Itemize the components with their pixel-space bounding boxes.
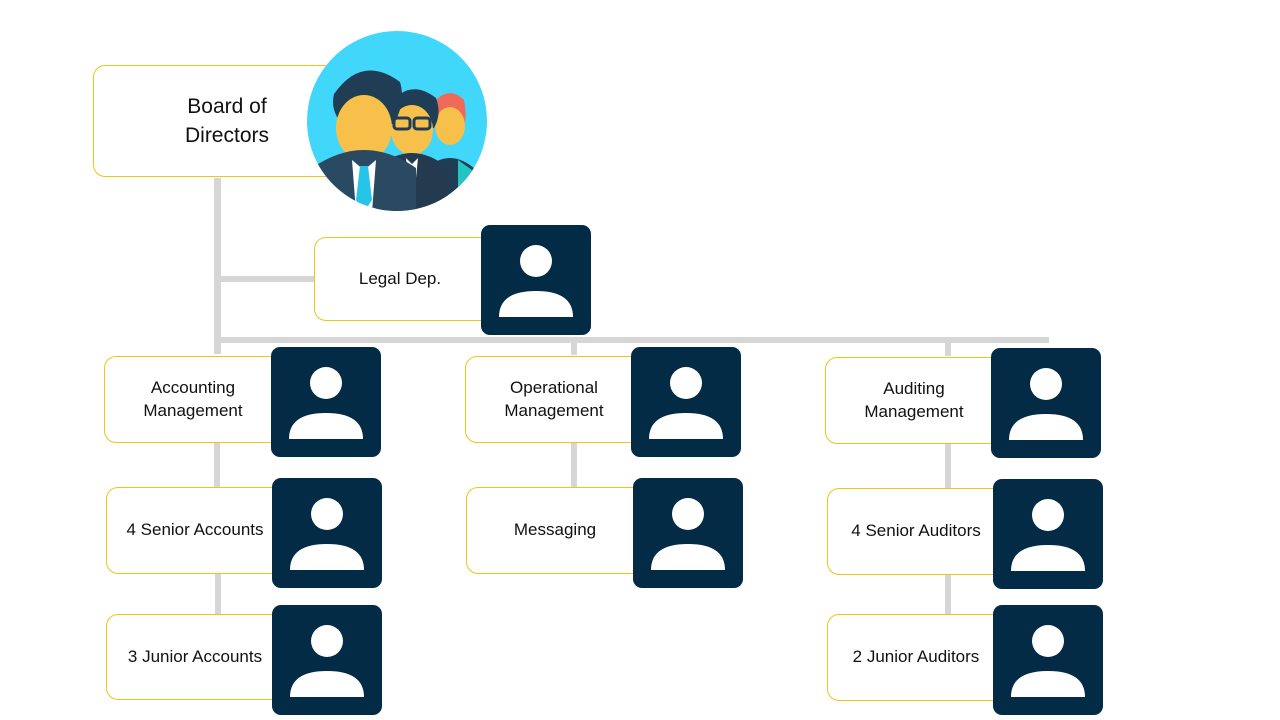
person-icon [271,347,381,457]
person-icon [993,605,1103,715]
operational-label-line1: Operational [510,377,598,397]
board-label-line1: Board of [187,94,267,118]
operational-management-box[interactable]: Operational Management [465,356,645,443]
operational-label-line2: Management [504,400,604,420]
person-icon [272,478,382,588]
junior-auditors-box[interactable]: 2 Junior Auditors [827,614,1007,701]
person-icon [631,347,741,457]
connector-auditing-junior [945,574,951,614]
person-icon [272,605,382,715]
auditing-label-line2: Management [864,401,964,421]
person-icon [481,225,591,335]
connector-accounting-junior [215,574,221,614]
connector-drop-auditing [945,337,951,356]
junior-accounts-label: 3 Junior Accounts [127,646,263,666]
board-label-line2: Directors [184,124,269,147]
messaging-box[interactable]: Messaging [466,487,646,574]
accounting-label-line1: Accounting [150,377,236,397]
messaging-label: Messaging [513,520,597,540]
junior-auditors-label: 2 Junior Auditors [852,647,980,667]
connector-accounting-senior [214,443,220,487]
junior-accounts-box[interactable]: 3 Junior Accounts [106,614,286,700]
person-icon [993,479,1103,589]
connector-horizontal-bus [214,337,1049,343]
legal-dep-label: Legal Dep. [358,268,442,288]
person-icon [633,478,743,588]
auditing-label-line1: Auditing [883,378,945,398]
accounting-management-box[interactable]: Accounting Management [104,356,284,443]
accounting-label-line2: Management [143,400,243,420]
team-icon [306,30,488,212]
auditing-management-box[interactable]: Auditing Management [825,357,1005,444]
legal-dep-box[interactable]: Legal Dep. [314,237,494,321]
senior-accounts-label: 4 Senior Accounts [126,520,264,540]
connector-legal-branch [214,276,314,282]
senior-accounts-box[interactable]: 4 Senior Accounts [106,487,286,574]
senior-auditors-box[interactable]: 4 Senior Auditors [827,488,1007,575]
connector-board-trunk [214,178,221,354]
connector-operational-messaging [571,443,577,487]
connector-drop-operational [571,337,577,355]
person-icon [991,348,1101,458]
connector-auditing-senior [945,444,951,488]
senior-auditors-label: 4 Senior Auditors [851,521,981,541]
